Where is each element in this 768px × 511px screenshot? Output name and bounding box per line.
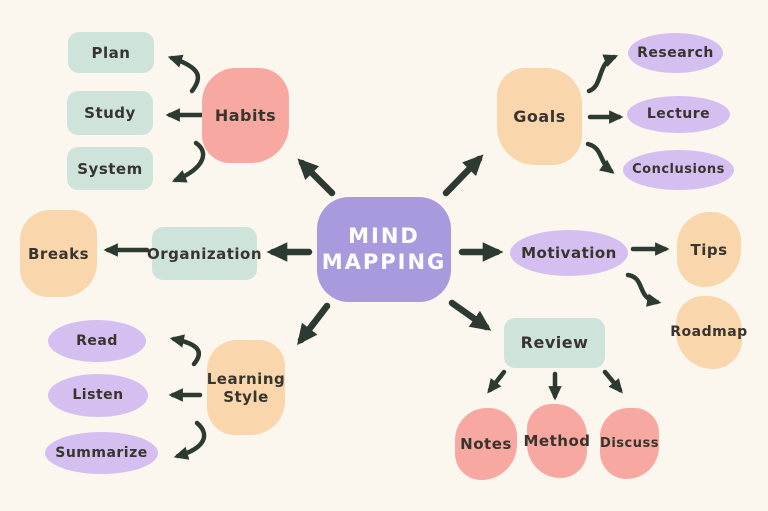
arrow-goals-to-research bbox=[586, 54, 619, 94]
child-label: Research bbox=[637, 44, 714, 61]
branch-label: Review bbox=[520, 333, 589, 353]
child-label: Study bbox=[84, 104, 136, 122]
branch-node-motivation: Motivation bbox=[510, 230, 628, 276]
child-label: System bbox=[77, 159, 143, 178]
child-label: Tips bbox=[690, 240, 728, 259]
center-node-mind-mapping: MIND MAPPING bbox=[317, 197, 451, 302]
branch-node-goals: Goals bbox=[497, 68, 582, 165]
child-node-method: Method bbox=[524, 404, 590, 478]
branch-label: Habits bbox=[214, 105, 277, 125]
center-node-label: MIND MAPPING bbox=[321, 224, 447, 274]
child-node-discuss: Discuss bbox=[600, 408, 659, 479]
child-node-notes: Notes bbox=[455, 408, 517, 480]
branch-node-review: Review bbox=[504, 318, 605, 368]
child-label: Conclusions bbox=[632, 162, 725, 178]
arrow-learning-to-summarize bbox=[173, 420, 207, 460]
child-label: Breaks bbox=[27, 244, 90, 263]
child-label: Roadmap bbox=[670, 324, 748, 341]
branch-label: Organization bbox=[147, 244, 262, 263]
branch-node-habits: Habits bbox=[202, 68, 289, 163]
branch-node-learning-style: Learning Style bbox=[207, 340, 285, 435]
branch-label: Learning Style bbox=[206, 369, 286, 406]
branch-label: Goals bbox=[513, 106, 566, 126]
child-label: Read bbox=[76, 332, 118, 349]
child-node-lecture: Lecture bbox=[627, 96, 730, 133]
child-node-system: System bbox=[67, 147, 153, 190]
arrow-habits-to-system bbox=[171, 140, 206, 183]
child-node-study: Study bbox=[67, 91, 153, 135]
child-label: Discuss bbox=[600, 435, 659, 451]
arrow-center-to-goals bbox=[442, 154, 484, 197]
arrow-goals-to-conclusions bbox=[585, 141, 615, 174]
child-label: Notes bbox=[460, 435, 512, 453]
arrow-center-to-learning-style bbox=[297, 302, 331, 346]
arrow-center-to-review bbox=[448, 299, 492, 331]
child-node-roadmap: Roadmap bbox=[670, 296, 747, 369]
branch-node-organization: Organization bbox=[147, 227, 262, 280]
child-label: Summarize bbox=[55, 444, 148, 461]
child-node-read: Read bbox=[48, 320, 146, 362]
arrow-center-to-habits bbox=[297, 158, 336, 197]
child-node-tips: Tips bbox=[677, 212, 741, 287]
child-node-conclusions: Conclusions bbox=[623, 150, 734, 190]
child-label: Lecture bbox=[646, 106, 711, 123]
arrow-motivation-to-roadmap bbox=[625, 272, 662, 307]
child-node-listen: Listen bbox=[48, 374, 148, 417]
child-label: Listen bbox=[72, 387, 124, 404]
arrow-learning-to-read bbox=[169, 334, 201, 367]
arrow-review-to-discuss bbox=[602, 369, 623, 394]
child-node-summarize: Summarize bbox=[45, 432, 158, 474]
arrow-habits-to-plan bbox=[167, 54, 201, 94]
arrow-review-to-notes bbox=[487, 369, 507, 394]
child-node-breaks: Breaks bbox=[20, 210, 97, 297]
child-label: Method bbox=[523, 432, 591, 450]
branch-label: Motivation bbox=[521, 244, 617, 262]
child-node-research: Research bbox=[628, 33, 723, 73]
child-node-plan: Plan bbox=[68, 32, 154, 73]
child-label: Plan bbox=[91, 43, 131, 62]
